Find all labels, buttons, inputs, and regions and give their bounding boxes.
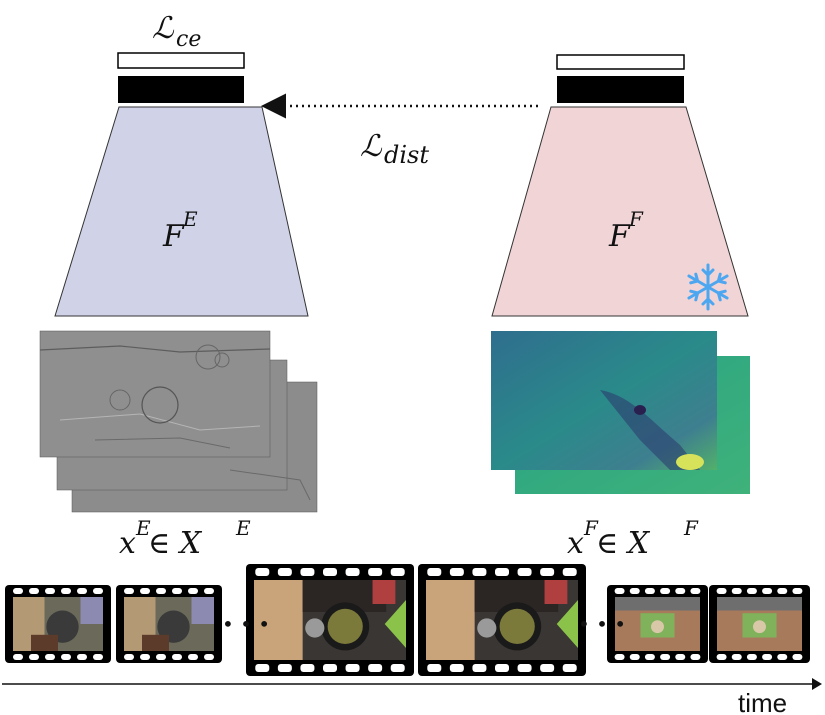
time-axis-arrowhead [812, 678, 822, 690]
svg-text:x: x [567, 526, 584, 561]
film-frame [246, 564, 414, 676]
timeline-ellipsis-right: • • • [578, 612, 626, 636]
loss-dist-subscript: dist [384, 141, 429, 169]
video-timeline [5, 564, 810, 676]
film-frame [5, 585, 111, 663]
edge-frames-stack [39, 330, 318, 513]
student-encoder-sup: E [182, 207, 198, 231]
loss-ce-subscript: ce [176, 27, 201, 52]
teacher-encoder [491, 106, 749, 317]
teacher-encoder-label: F [608, 219, 631, 254]
teacher-encoder-sup: F [628, 207, 644, 231]
student-input-label: x E ∈ X E [119, 516, 251, 561]
left-output-box [117, 52, 245, 69]
svg-text:∈ X: ∈ X [148, 526, 203, 561]
loss-dist-symbol: ℒ [360, 129, 383, 164]
right-output-box [556, 54, 685, 70]
timeline-ellipsis-left: • • • [222, 612, 270, 636]
svg-text:E: E [135, 516, 151, 540]
student-encoder-label: F [162, 219, 185, 254]
svg-text:x: x [119, 526, 136, 561]
snowflake-icon [687, 263, 729, 311]
time-label: time [738, 688, 787, 715]
film-frame [418, 564, 586, 676]
svg-text:∈ X: ∈ X [596, 526, 651, 561]
svg-text:F: F [583, 516, 599, 540]
right-head-block [557, 76, 684, 103]
left-head-block [118, 76, 244, 103]
film-frame [116, 585, 222, 663]
student-encoder [54, 106, 309, 317]
film-frame [709, 585, 810, 663]
film-frame [607, 585, 708, 663]
teacher-input-label: x F ∈ X F [567, 516, 699, 561]
loss-ce-symbol: ℒ [152, 11, 175, 46]
flow-frames-stack [491, 331, 750, 494]
svg-text:F: F [683, 516, 699, 540]
svg-text:E: E [235, 516, 251, 540]
